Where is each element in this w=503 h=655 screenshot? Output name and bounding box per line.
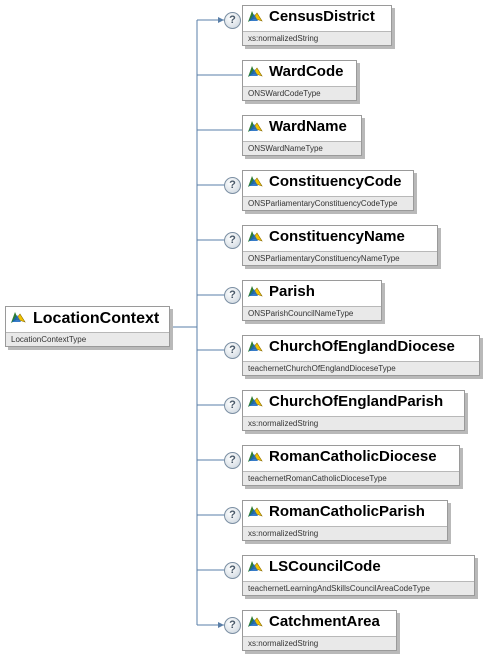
element-name: CatchmentArea <box>269 613 380 630</box>
schema-element-churchofenglanddiocese[interactable]: ChurchOfEnglandDiocese teachernetChurchOf… <box>242 335 480 376</box>
optional-icon: ? <box>224 562 241 579</box>
element-icon <box>248 286 263 297</box>
element-type: teachernetChurchOfEnglandDioceseType <box>243 361 479 375</box>
element-type: teachernetRomanCatholicDioceseType <box>243 471 459 485</box>
element-type: ONSParliamentaryConstituencyNameType <box>243 251 437 265</box>
element-type: xs:normalizedString <box>243 416 464 430</box>
element-type: xs:normalizedString <box>243 526 447 540</box>
element-type: xs:normalizedString <box>243 31 391 45</box>
element-name: RomanCatholicParish <box>269 503 425 520</box>
element-icon <box>248 231 263 242</box>
root-element-name: LocationContext <box>33 310 160 327</box>
element-icon <box>248 121 263 132</box>
root-element-box[interactable]: LocationContext LocationContextType <box>5 306 170 347</box>
element-name: RomanCatholicDiocese <box>269 448 437 465</box>
optional-icon: ? <box>224 177 241 194</box>
optional-icon: ? <box>224 232 241 249</box>
root-element-type: LocationContextType <box>6 332 169 346</box>
element-icon <box>248 616 263 627</box>
element-name: WardName <box>269 118 347 135</box>
optional-icon: ? <box>224 12 241 29</box>
optional-icon: ? <box>224 507 241 524</box>
element-icon <box>248 561 263 572</box>
element-name: CensusDistrict <box>269 8 375 25</box>
element-icon <box>248 11 263 22</box>
element-name: ConstituencyName <box>269 228 405 245</box>
element-name: WardCode <box>269 63 344 80</box>
element-type: ONSParliamentaryConstituencyCodeType <box>243 196 413 210</box>
connector-arrow <box>218 622 224 628</box>
element-icon <box>248 451 263 462</box>
element-name: LSCouncilCode <box>269 558 381 575</box>
element-type: ONSWardCodeType <box>243 86 356 100</box>
schema-element-churchofenglandparish[interactable]: ChurchOfEnglandParish xs:normalizedString <box>242 390 465 431</box>
element-icon <box>248 506 263 517</box>
element-icon <box>248 396 263 407</box>
optional-icon: ? <box>224 397 241 414</box>
element-name: ChurchOfEnglandParish <box>269 393 444 410</box>
schema-element-romancatholicparish[interactable]: RomanCatholicParish xs:normalizedString <box>242 500 448 541</box>
element-type: teachernetLearningAndSkillsCouncilAreaCo… <box>243 581 474 595</box>
optional-icon: ? <box>224 452 241 469</box>
connector-arrow <box>218 17 224 23</box>
element-icon <box>248 176 263 187</box>
element-name: ConstituencyCode <box>269 173 402 190</box>
schema-element-lscouncilcode[interactable]: LSCouncilCode teachernetLearningAndSkills… <box>242 555 475 596</box>
element-icon <box>11 312 26 323</box>
element-name: ChurchOfEnglandDiocese <box>269 338 455 355</box>
element-type: xs:normalizedString <box>243 636 396 650</box>
schema-element-romancatholicdiocese[interactable]: RomanCatholicDiocese teachernetRomanCatho… <box>242 445 460 486</box>
optional-icon: ? <box>224 342 241 359</box>
optional-icon: ? <box>224 287 241 304</box>
schema-element-censusdistrict[interactable]: CensusDistrict xs:normalizedString <box>242 5 392 46</box>
element-type: ONSWardNameType <box>243 141 361 155</box>
element-name: Parish <box>269 283 315 300</box>
element-icon <box>248 66 263 77</box>
element-type: ONSParishCouncilNameType <box>243 306 381 320</box>
optional-icon: ? <box>224 617 241 634</box>
schema-element-catchmentarea[interactable]: CatchmentArea xs:normalizedString <box>242 610 397 651</box>
element-icon <box>248 341 263 352</box>
